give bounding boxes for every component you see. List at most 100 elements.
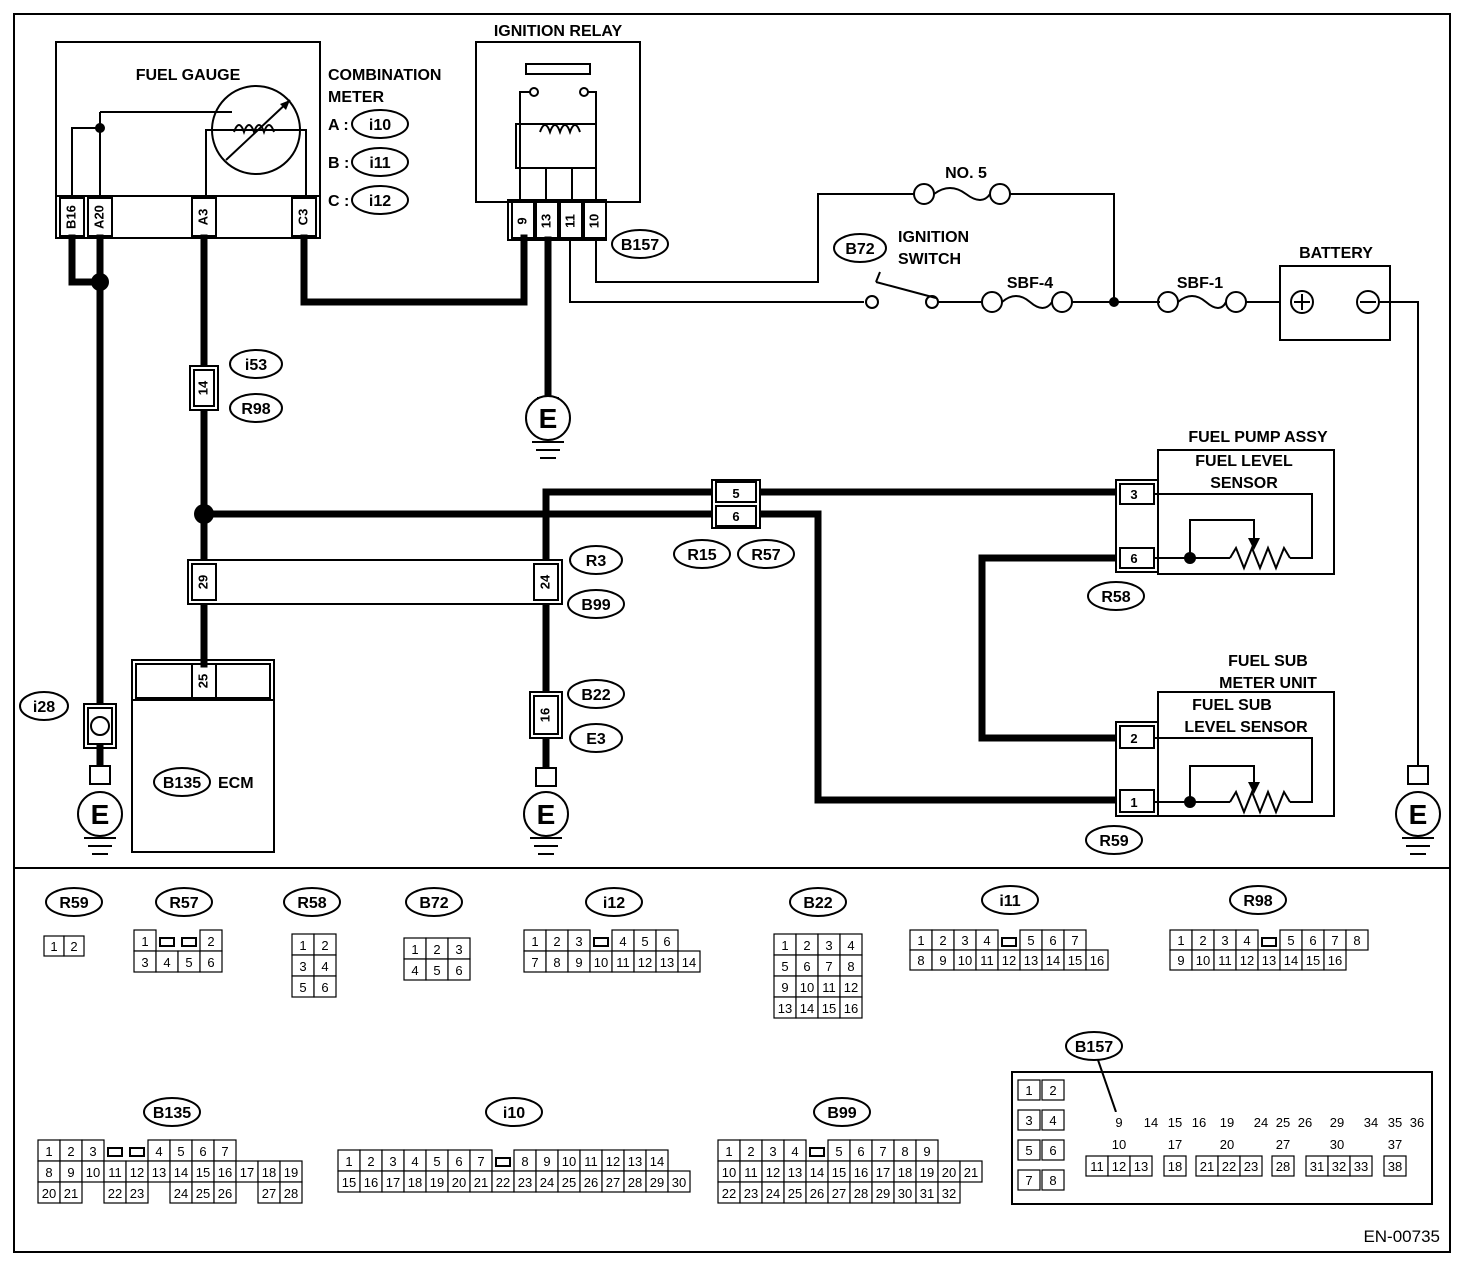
face-pin-number: 25 <box>788 1186 802 1201</box>
face-pin-number: 13 <box>660 955 674 970</box>
face-pin-number: 9 <box>939 953 946 968</box>
face-label-oval <box>981 885 1039 915</box>
svg-text:LEVEL SENSOR: LEVEL SENSOR <box>1184 719 1308 736</box>
face-label-oval <box>405 887 463 917</box>
svg-text:E: E <box>539 403 558 434</box>
face-label-oval <box>155 887 213 917</box>
face-pin-number: 6 <box>207 955 214 970</box>
face-label: B135 <box>153 1105 191 1122</box>
face-pin-number: 14 <box>1284 953 1298 968</box>
face-pin-number: 7 <box>879 1144 886 1159</box>
face-cell <box>1384 1134 1406 1154</box>
face-pin-number: 26 <box>810 1186 824 1201</box>
combination-meter: FUEL GAUGE B16 A20 A3 C3 <box>55 41 321 239</box>
face-pin-number: 9 <box>543 1154 550 1169</box>
face-pin-number: 27 <box>606 1175 620 1190</box>
face-pin-number: 5 <box>1025 1143 1032 1158</box>
svg-text:B157: B157 <box>621 237 659 254</box>
face-pin-number: 34 <box>1364 1115 1378 1130</box>
svg-text:B72: B72 <box>845 241 874 258</box>
face-pin-number: 7 <box>825 959 832 974</box>
face-pin-number: 32 <box>1332 1159 1346 1174</box>
face-pin-number: 5 <box>433 963 440 978</box>
svg-text:R15: R15 <box>687 547 716 564</box>
face-pin-number: 13 <box>788 1165 802 1180</box>
face-pin-number: 10 <box>86 1165 100 1180</box>
face-pin-number: 2 <box>70 939 77 954</box>
face-pin-number: 15 <box>1306 953 1320 968</box>
face-cell <box>279 1181 303 1204</box>
face-pin-number: 24 <box>540 1175 554 1190</box>
face-pin-number: 11 <box>822 980 836 995</box>
face-pin-number: 6 <box>455 963 462 978</box>
face-pin-number: 6 <box>321 980 328 995</box>
connector-r3: 29 24 R3 B99 <box>187 545 625 619</box>
face-cell <box>59 1181 83 1204</box>
face-pin-number: 13 <box>1262 953 1276 968</box>
face-cell <box>1108 1134 1130 1154</box>
svg-text:29: 29 <box>195 575 210 589</box>
face-pin-number: 2 <box>747 1144 754 1159</box>
connector-r15: 5 6 R15 R57 <box>673 479 795 569</box>
face-pin-number: 8 <box>847 959 854 974</box>
face-pin-number: 23 <box>744 1186 758 1201</box>
face-pin-number: 16 <box>1328 953 1342 968</box>
face-pin-number: 28 <box>854 1186 868 1201</box>
face-pin-number: 8 <box>901 1144 908 1159</box>
svg-text:B22: B22 <box>581 687 610 704</box>
face-pin-number: 1 <box>411 942 418 957</box>
meter-connector-b: B : i11 <box>328 147 409 177</box>
face-pin-number: 23 <box>1244 1159 1258 1174</box>
svg-text:E: E <box>537 799 556 830</box>
face-pin-number: 1 <box>1177 933 1184 948</box>
face-pin-number: 21 <box>1200 1159 1214 1174</box>
face-pin-number: 9 <box>1177 953 1184 968</box>
face-pin-number: 21 <box>64 1186 78 1201</box>
gauge-pin-c3: C3 <box>295 209 310 226</box>
face-pin-number: 7 <box>221 1144 228 1159</box>
svg-text:FUEL LEVEL: FUEL LEVEL <box>1195 453 1293 470</box>
face-pin-number: 1 <box>141 934 148 949</box>
face-pin-number: 1 <box>299 938 306 953</box>
face-pin-number: 19 <box>1220 1115 1234 1130</box>
face-frame <box>1011 1071 1433 1205</box>
face-cell <box>1129 1155 1153 1177</box>
face-key <box>181 937 197 947</box>
fuel-sub-meter-unit: FUEL SUB METER UNIT FUEL SUB LEVEL SENSO… <box>1085 653 1335 855</box>
face-pin-number: 33 <box>1354 1159 1368 1174</box>
face-pin-number: 8 <box>917 953 924 968</box>
face-pin-number: 5 <box>177 1144 184 1159</box>
face-pin-number: 16 <box>218 1165 232 1180</box>
face-cell <box>1360 1112 1382 1132</box>
svg-text:IGNITION: IGNITION <box>898 229 969 246</box>
face-pin-number: 3 <box>389 1154 396 1169</box>
face-cell <box>63 935 85 957</box>
svg-text:14: 14 <box>195 380 210 395</box>
face-pin-number: 3 <box>141 955 148 970</box>
face-pin-number: 12 <box>606 1154 620 1169</box>
face-pin-number: 11 <box>584 1154 598 1169</box>
face-pin-number: 31 <box>920 1186 934 1201</box>
svg-text:25: 25 <box>195 674 210 688</box>
face-pin-number: 6 <box>1049 933 1056 948</box>
face-pin-number: 4 <box>847 938 854 953</box>
face-key <box>129 1147 145 1157</box>
face-pin-number: 16 <box>364 1175 378 1190</box>
face-pin-number: 3 <box>299 959 306 974</box>
fuel-gauge-label: FUEL GAUGE <box>136 67 241 84</box>
svg-text:B135: B135 <box>163 775 201 792</box>
face-cell <box>1017 1109 1041 1131</box>
diagram-id: EN-00735 <box>1363 1227 1440 1246</box>
face-cell <box>447 958 471 981</box>
face-label-oval <box>283 887 341 917</box>
face-cell <box>1383 1155 1407 1177</box>
face-cell <box>213 1181 237 1204</box>
face-cell <box>313 975 337 998</box>
face-pin-number: 1 <box>50 939 57 954</box>
